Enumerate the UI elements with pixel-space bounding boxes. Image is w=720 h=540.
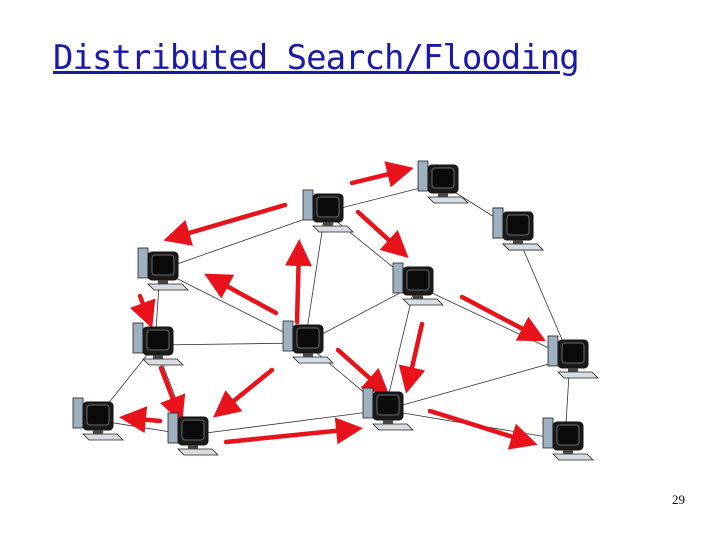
link-B-F: [304, 211, 326, 344]
computer-icon: [137, 247, 189, 291]
flood-arrow-7: [459, 294, 546, 342]
flood-arrow-8: [398, 321, 426, 394]
flood-arrow-12: [119, 406, 163, 434]
computer-icon: [542, 417, 594, 461]
link-D-J: [414, 284, 571, 359]
flood-arrow-1: [163, 202, 288, 246]
link-G-F: [154, 342, 306, 346]
link-H-J: [514, 229, 571, 359]
computer-icon: [417, 160, 469, 204]
link-L-I: [189, 409, 386, 436]
flood-arrow-3: [355, 209, 409, 259]
computer-icon: [167, 412, 219, 456]
flood-arrow-10: [130, 293, 156, 329]
page-number: 29: [672, 492, 685, 507]
flood-arrow-9: [335, 347, 390, 396]
flood-arrow-14: [427, 408, 538, 450]
computer-icon: [282, 320, 334, 364]
flood-arrow-13: [223, 417, 363, 445]
computer-icon: [72, 397, 124, 441]
computer-icon: [132, 322, 184, 366]
flood-arrow-2: [349, 161, 414, 188]
link-A-B: [159, 211, 326, 271]
computer-icon: [547, 335, 599, 379]
link-D-I: [384, 284, 416, 411]
link-A-F: [159, 269, 306, 344]
flood-arrow-11: [158, 365, 186, 424]
link-I-J: [384, 357, 571, 411]
computer-icon: [492, 207, 544, 251]
computer-icon: [392, 262, 444, 306]
flood-arrow-6: [212, 367, 275, 418]
flood-arrow-4: [204, 273, 279, 316]
flood-arrow-5: [285, 239, 313, 325]
computer-icon: [362, 387, 414, 431]
computer-icon: [302, 189, 354, 233]
slide-title: Distributed Search/Flooding: [53, 38, 580, 78]
